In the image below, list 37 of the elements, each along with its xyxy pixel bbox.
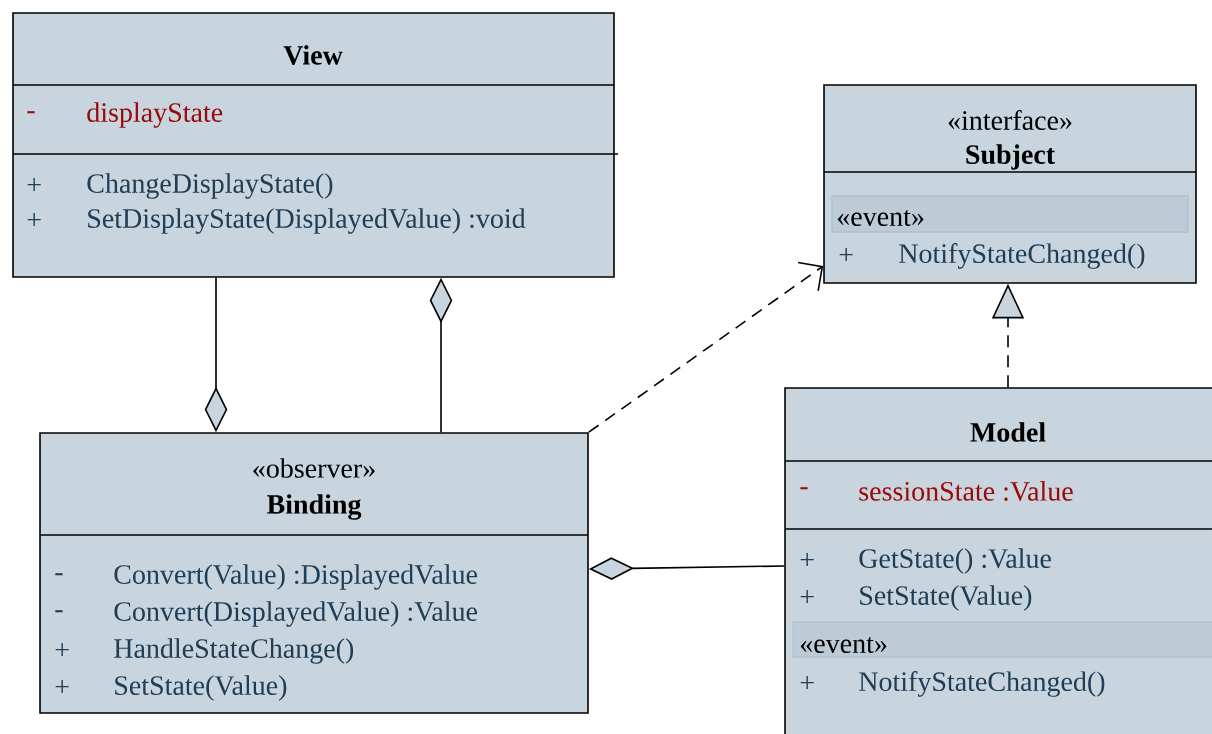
- class-name: View: [283, 45, 343, 65]
- method: ChangeDisplayState(): [87, 173, 333, 199]
- method: SetState(Value): [860, 585, 1032, 611]
- visibility-marker: +: [800, 590, 814, 604]
- class-name: Subject: [966, 144, 1055, 170]
- visibility-marker: +: [27, 213, 41, 227]
- class-name: Binding: [267, 494, 362, 520]
- attribute: displayState: [87, 102, 223, 128]
- method: SetState(Value): [115, 675, 287, 701]
- method: HandleStateChange(): [114, 638, 354, 664]
- method: NotifyStateChanged(): [859, 671, 1105, 697]
- visibility-marker: +: [839, 248, 853, 262]
- method: SetDisplayState(DisplayedValue) :void: [88, 208, 526, 234]
- method: Convert(Value) :DisplayedValue: [114, 564, 478, 590]
- visibility-marker: -: [55, 573, 63, 576]
- visibility-marker: +: [55, 680, 69, 694]
- attribute: sessionState :Value: [859, 481, 1073, 501]
- class-box: [823, 84, 1197, 284]
- stereotype: «event»: [837, 209, 924, 226]
- visibility-marker: +: [800, 676, 814, 690]
- stereotype: «event»: [800, 636, 887, 653]
- class-box: [12, 12, 619, 278]
- class-box: [784, 387, 1212, 734]
- method: Convert(DisplayedValue) :Value: [114, 601, 478, 627]
- class-name: Model: [970, 422, 1046, 442]
- visibility-marker: +: [27, 178, 41, 192]
- method: GetState() :Value: [859, 548, 1051, 574]
- stereotype: «observer»: [253, 458, 375, 478]
- stereotype: «interface»: [948, 110, 1072, 130]
- class-box: [39, 432, 589, 714]
- visibility-marker: -: [800, 487, 808, 490]
- method: NotifyStateChanged(): [899, 243, 1145, 269]
- visibility-marker: +: [55, 643, 69, 657]
- visibility-marker: -: [27, 111, 35, 114]
- visibility-marker: -: [55, 610, 63, 613]
- connector: [588, 261, 824, 433]
- visibility-marker: +: [800, 553, 814, 567]
